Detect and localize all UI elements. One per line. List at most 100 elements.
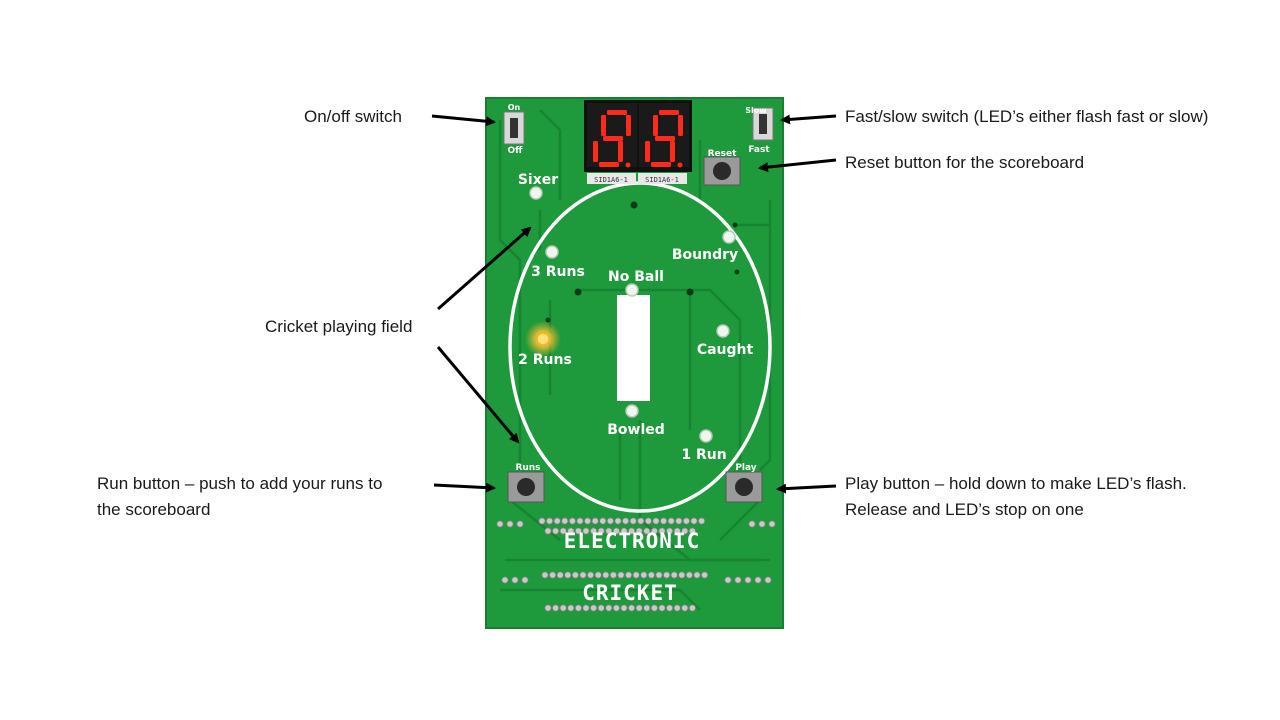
off-label: Off bbox=[508, 146, 524, 156]
part-label: SID1A6-1 bbox=[594, 176, 628, 184]
solder-joint bbox=[553, 517, 561, 525]
solder-joint bbox=[582, 604, 590, 612]
led-2-runs bbox=[536, 332, 550, 346]
arrow-run-button bbox=[433, 482, 496, 493]
slow-label: Slow bbox=[745, 106, 767, 115]
solder-joint bbox=[568, 517, 577, 525]
led-no-ball bbox=[625, 283, 639, 297]
led-boundry bbox=[722, 230, 736, 244]
arrow-play-button bbox=[776, 483, 837, 494]
solder-joint bbox=[734, 576, 742, 584]
outcome-label-3-runs: 3 Runs bbox=[531, 264, 585, 280]
solder-joint bbox=[640, 571, 648, 579]
segment-a bbox=[607, 110, 627, 115]
solder-joint bbox=[655, 571, 663, 579]
callout-run-button: Run button – push to add your runs to th… bbox=[97, 471, 382, 523]
segment-g bbox=[655, 136, 675, 141]
solder-joint bbox=[754, 576, 762, 584]
display-digit bbox=[593, 110, 631, 168]
runs-label: Runs bbox=[515, 463, 540, 473]
solder-joints bbox=[496, 517, 776, 612]
fast-slow-switch[interactable]: Slow Fast bbox=[745, 106, 774, 155]
solder-joint bbox=[685, 571, 694, 579]
solder-joint bbox=[606, 517, 615, 525]
pitch bbox=[617, 295, 650, 401]
solder-joint bbox=[538, 517, 546, 525]
segment-f bbox=[653, 115, 658, 136]
segment-d bbox=[599, 162, 619, 167]
solder-joint bbox=[675, 517, 683, 525]
solder-joint bbox=[665, 604, 674, 612]
solder-joint bbox=[620, 527, 628, 535]
solder-joint bbox=[561, 517, 569, 525]
led-bowled bbox=[625, 404, 639, 418]
on-off-switch[interactable]: On Off bbox=[503, 103, 525, 156]
score-display: SID1A6-1 SID1A6-1 bbox=[584, 100, 692, 184]
solder-joint bbox=[594, 571, 602, 579]
solder-joint bbox=[647, 571, 656, 579]
solder-joint bbox=[551, 527, 560, 535]
solder-joint bbox=[582, 527, 590, 535]
solder-joint bbox=[652, 517, 660, 525]
solder-joint bbox=[764, 576, 772, 584]
solder-joint bbox=[612, 527, 621, 535]
led-caught bbox=[716, 324, 730, 338]
play-button[interactable]: Play bbox=[725, 463, 763, 503]
solder-joint bbox=[620, 604, 628, 612]
callout-play-button: Play button – hold down to make LED’s fl… bbox=[845, 471, 1187, 523]
solder-joint bbox=[589, 527, 598, 535]
solder-joint bbox=[605, 604, 613, 612]
pcb-board bbox=[485, 97, 784, 629]
outcome-label-sixer: Sixer bbox=[518, 172, 558, 188]
arrow-field-upper bbox=[437, 226, 532, 311]
callout-run-button-line-1: Run button – push to add your runs to bbox=[97, 474, 383, 493]
arrow-reset bbox=[758, 158, 837, 173]
solder-joint bbox=[567, 527, 575, 535]
segment-e bbox=[593, 141, 598, 162]
reset-button[interactable]: Reset bbox=[703, 149, 741, 186]
solder-joint bbox=[744, 576, 752, 584]
solder-joint bbox=[690, 517, 698, 525]
callout-play-button-line-2: Release and LED’s stop on one bbox=[845, 500, 1084, 519]
solder-joint bbox=[564, 571, 572, 579]
solder-joint bbox=[662, 571, 671, 579]
pcb-traces bbox=[498, 109, 772, 611]
solder-joint bbox=[658, 527, 666, 535]
solder-joint bbox=[643, 604, 651, 612]
solder-joint bbox=[629, 517, 637, 525]
segment-b bbox=[678, 115, 683, 136]
decimal-point bbox=[625, 162, 631, 168]
solder-joint bbox=[670, 571, 678, 579]
solder-joint bbox=[589, 604, 598, 612]
solder-joint bbox=[511, 576, 519, 584]
solder-joint bbox=[621, 517, 630, 525]
segment-f bbox=[601, 115, 606, 136]
solder-joint bbox=[665, 527, 674, 535]
solder-joint bbox=[574, 604, 583, 612]
arrow-on-off bbox=[431, 114, 496, 127]
solder-joint bbox=[567, 604, 575, 612]
solder-joint bbox=[597, 604, 605, 612]
solder-joint bbox=[758, 520, 766, 528]
brand-line-1: ELECTRONIC bbox=[564, 529, 700, 553]
solder-joint bbox=[650, 604, 659, 612]
solder-joint bbox=[673, 604, 681, 612]
outcome-label-boundry: Boundry bbox=[672, 247, 738, 263]
solder-joint bbox=[516, 520, 524, 528]
solder-joint bbox=[614, 517, 622, 525]
outcome-label-no-ball: No Ball bbox=[608, 269, 664, 285]
play-label: Play bbox=[735, 463, 756, 473]
solder-joint bbox=[548, 571, 557, 579]
solder-joint bbox=[605, 527, 613, 535]
solder-joint bbox=[673, 527, 681, 535]
solder-joint bbox=[635, 604, 643, 612]
callout-on-off-switch: On/off switch bbox=[304, 107, 402, 126]
part-label-plate bbox=[587, 173, 636, 184]
solder-joint bbox=[624, 571, 633, 579]
callout-arrows bbox=[431, 114, 837, 494]
solder-joint bbox=[681, 527, 689, 535]
solder-joint bbox=[545, 517, 554, 525]
solder-joint bbox=[544, 527, 552, 535]
runs-button[interactable]: Runs bbox=[507, 463, 545, 503]
part-label: SID1A6-1 bbox=[645, 176, 679, 184]
